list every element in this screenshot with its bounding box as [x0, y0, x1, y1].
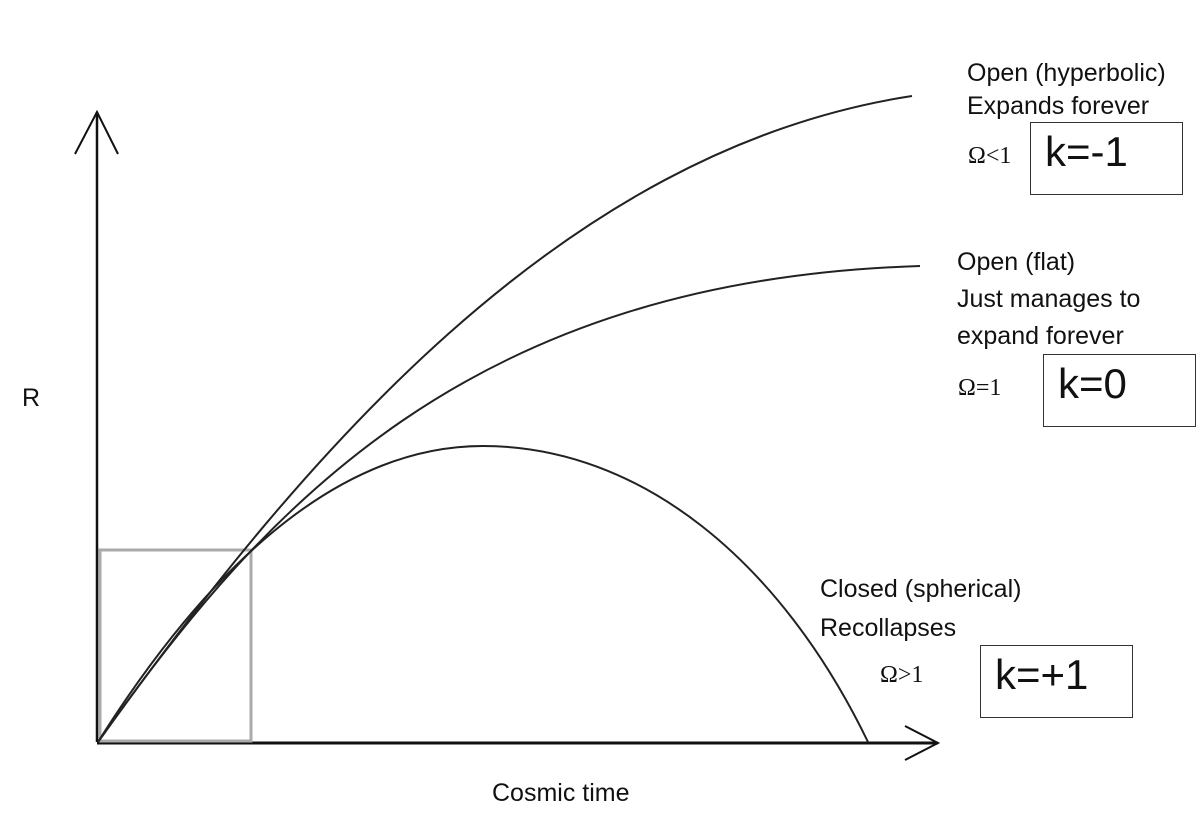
closed-omega: Ω>1	[880, 662, 924, 688]
flat-k-box: k=0	[1043, 354, 1196, 427]
curve-closed-spherical	[97, 444, 869, 743]
flat-label-line3: expand forever	[957, 322, 1124, 350]
hyperbolic-k-box: k=-1	[1030, 122, 1183, 195]
x-axis-label: Cosmic time	[492, 779, 630, 807]
flat-omega: Ω=1	[958, 375, 1002, 401]
flat-label-line2: Just manages to	[957, 285, 1141, 313]
hyperbolic-label-line1: Open (hyperbolic)	[967, 59, 1166, 87]
curve-open-flat	[97, 265, 921, 743]
y-axis-label: R	[22, 384, 41, 412]
closed-label-line2: Recollapses	[820, 614, 957, 642]
x-axis-arrowhead	[904, 725, 941, 761]
hyperbolic-omega: Ω<1	[968, 143, 1012, 169]
closed-label-line1: Closed (spherical)	[820, 575, 1022, 603]
hyperbolic-label-line2: Expands forever	[967, 92, 1150, 120]
y-axis-arrowhead	[74, 109, 119, 155]
closed-k-box: k=+1	[980, 645, 1133, 718]
early-universe-highlight-box	[98, 548, 253, 743]
curve-open-hyperbolic	[97, 95, 913, 743]
flat-label-line1: Open (flat)	[957, 248, 1076, 276]
